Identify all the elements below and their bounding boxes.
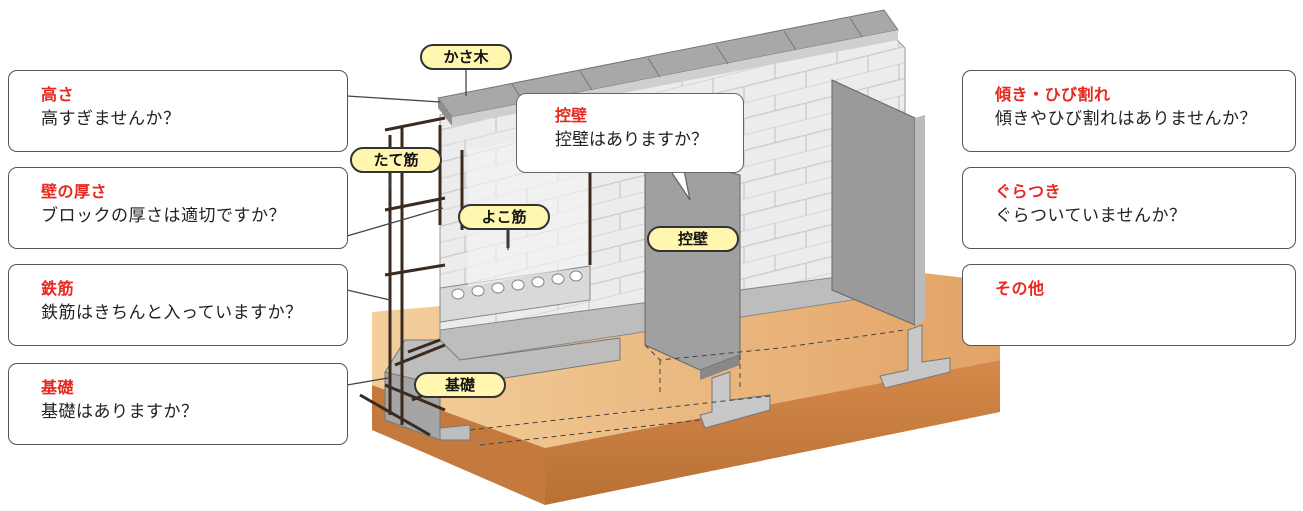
bubble-question: 控壁はありますか？ [555, 130, 708, 150]
tag-vertical-rebar: たて筋 [350, 147, 442, 173]
card-question: 高すぎませんか？ [41, 109, 181, 129]
card-foundation: 基礎 基礎はありますか？ [8, 363, 348, 445]
tag-buttress: 控壁 [647, 226, 739, 252]
buttress [469, 79, 951, 446]
card-title: ぐらつき [995, 182, 1062, 201]
buttress-bubble: 控壁 控壁はありますか？ [516, 93, 744, 173]
card-title: 基礎 [41, 378, 75, 397]
card-question: ぐらついていませんか？ [995, 206, 1187, 226]
card-question: 鉄筋はきちんと入っていますか？ [41, 303, 303, 323]
card-other: その他 [962, 264, 1296, 346]
card-title: 高さ [41, 85, 75, 104]
rebar [359, 116, 592, 437]
card-title: 傾き・ひび割れ [995, 85, 1111, 104]
card-title: 壁の厚さ [41, 182, 108, 201]
card-title: 鉄筋 [41, 279, 75, 298]
card-question: ブロックの厚さは適切ですか？ [41, 206, 286, 226]
card-wall-thickness: 壁の厚さ ブロックの厚さは適切ですか？ [8, 167, 348, 249]
card-question: 傾きやひび割れはありませんか？ [995, 109, 1257, 129]
tag-coping: かさ木 [420, 44, 512, 70]
leader-lines [346, 69, 509, 386]
card-tilt-crack: 傾き・ひび割れ 傾きやひび割れはありませんか？ [962, 70, 1296, 152]
card-rebar: 鉄筋 鉄筋はきちんと入っていますか？ [8, 264, 348, 346]
card-title: その他 [995, 279, 1045, 298]
card-question: 基礎はありますか？ [41, 402, 199, 422]
card-wobble: ぐらつき ぐらついていませんか？ [962, 167, 1296, 249]
bubble-title: 控壁 [555, 106, 588, 125]
card-height: 高さ 高すぎませんか？ [8, 70, 348, 152]
tag-foundation: 基礎 [414, 372, 506, 398]
tag-horizontal-rebar: よこ筋 [458, 204, 550, 230]
